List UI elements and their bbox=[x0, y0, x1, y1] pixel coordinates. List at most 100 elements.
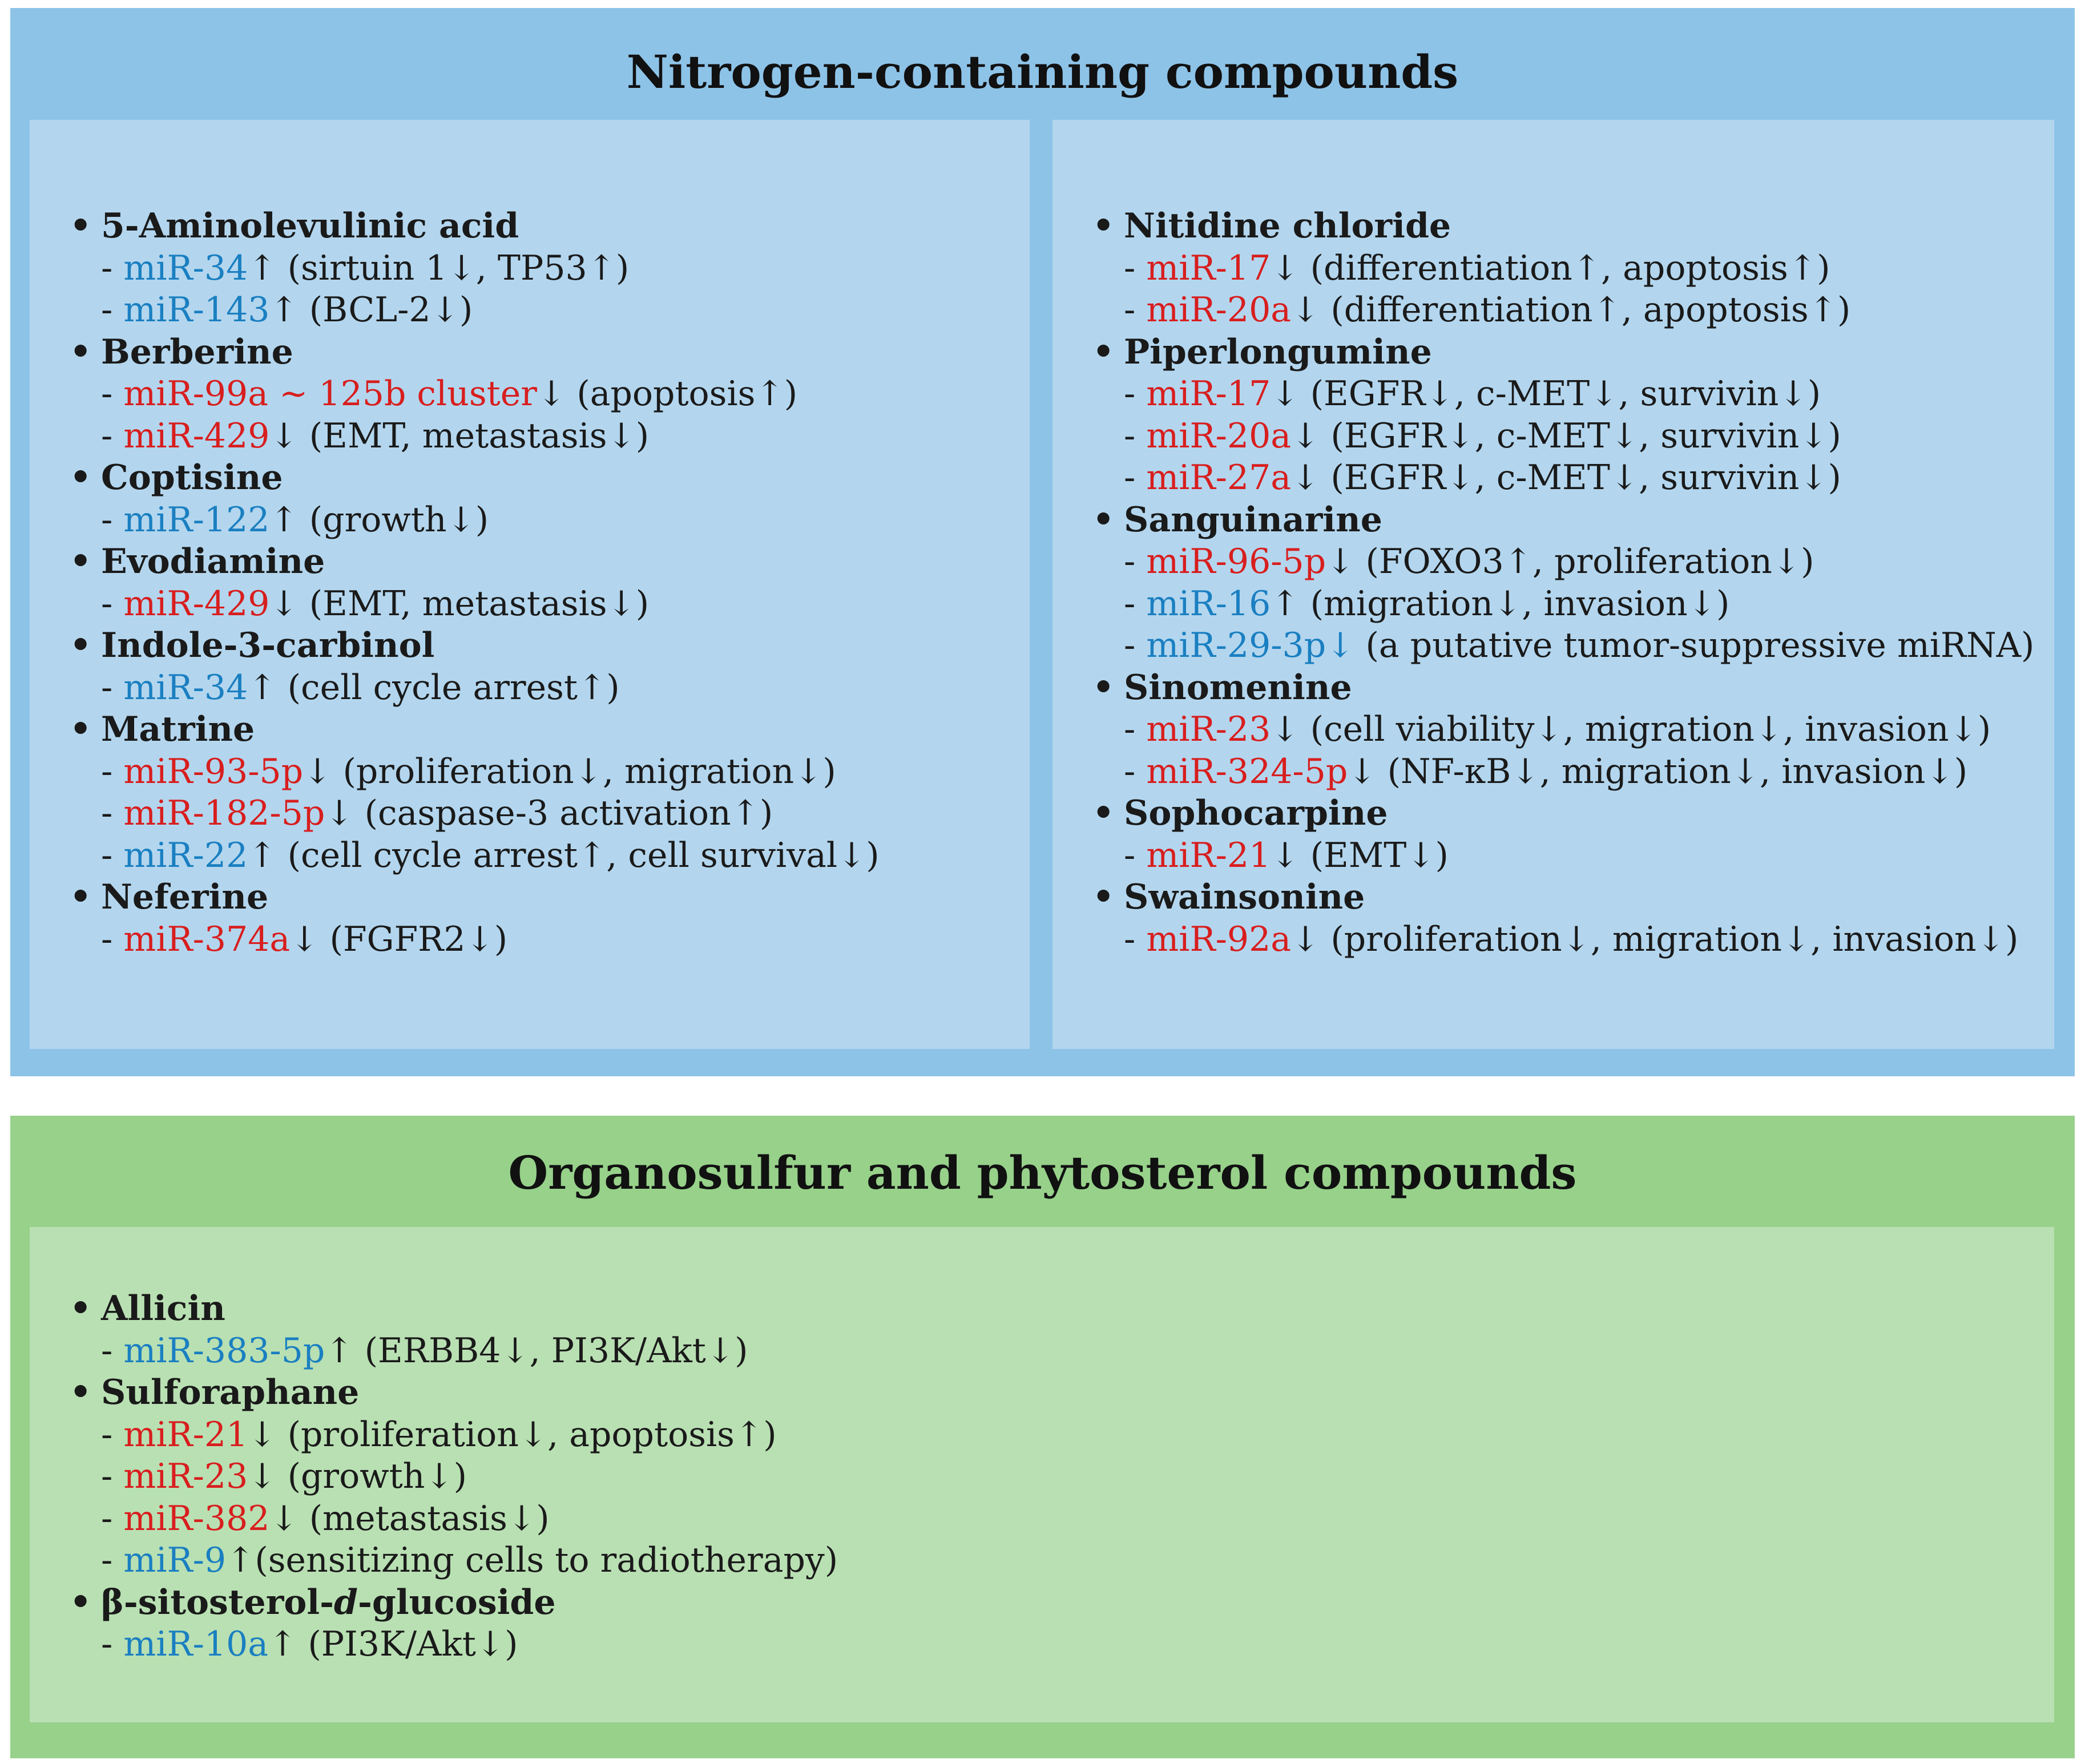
up-arrow-icon: ↑ bbox=[248, 248, 277, 288]
dash-marker: - bbox=[101, 248, 124, 288]
mirna-effect: (metastasis↓) bbox=[298, 1498, 550, 1539]
compound-name: Sophocarpine bbox=[1124, 793, 1388, 833]
up-arrow-icon: ↑ bbox=[269, 499, 299, 540]
bullet-icon: • bbox=[70, 709, 92, 749]
compound-item: •Piperlongumine bbox=[1092, 332, 2034, 374]
down-arrow-icon: ↓ bbox=[1326, 625, 1355, 665]
down-arrow-icon: ↓ bbox=[325, 793, 354, 833]
down-arrow-icon: ↓ bbox=[1271, 248, 1300, 288]
mirna-line: - miR-20a↓ (EGFR↓, c-MET↓, survivin↓) bbox=[1092, 415, 2034, 458]
bullet-icon: • bbox=[1092, 667, 1115, 708]
compound-item: •Nitidine chloride bbox=[1092, 205, 2034, 248]
mirna-line: - miR-23↓ (growth↓) bbox=[70, 1456, 838, 1498]
down-arrow-icon: ↓ bbox=[1348, 751, 1377, 792]
compound-name: Piperlongumine bbox=[1124, 332, 1432, 372]
dash-marker: - bbox=[101, 1540, 124, 1580]
down-arrow-icon: ↓ bbox=[1291, 919, 1320, 959]
dash-marker: - bbox=[101, 415, 124, 456]
compound-item: •Neferine bbox=[70, 877, 880, 919]
compound-name: Allicin bbox=[101, 1289, 225, 1329]
dash-marker: - bbox=[1124, 248, 1147, 288]
bullet-icon: • bbox=[1092, 499, 1115, 540]
up-arrow-icon: ↑ bbox=[1271, 583, 1300, 624]
compound-name: Evodiamine bbox=[101, 542, 325, 582]
mirna-name: miR-21 bbox=[123, 1414, 248, 1455]
compound-item: •Berberine bbox=[70, 332, 880, 374]
mirna-effect: (differentiation↑, apoptosis↑) bbox=[1299, 248, 1830, 288]
mirna-effect: (EMT↓) bbox=[1299, 835, 1449, 875]
compound-item: •Allicin bbox=[70, 1288, 838, 1330]
up-arrow-icon: ↑ bbox=[226, 1540, 255, 1580]
compound-item: •Sophocarpine bbox=[1092, 793, 2034, 835]
mirna-line: - miR-9↑(sensitizing cells to radiothera… bbox=[70, 1540, 838, 1582]
mirna-name: miR-99a ~ 125b cluster bbox=[123, 374, 537, 414]
mirna-line: - miR-324-5p↓ (NF-κB↓, migration↓, invas… bbox=[1092, 751, 2034, 793]
compound-name: Sanguinarine bbox=[1124, 499, 1382, 540]
dash-marker: - bbox=[1124, 919, 1147, 959]
mirna-line: - miR-429↓ (EMT, metastasis↓) bbox=[70, 415, 880, 458]
compound-item: •Indole-3-carbinol bbox=[70, 625, 880, 667]
mirna-line: - miR-96-5p↓ (FOXO3↑, proliferation↓) bbox=[1092, 541, 2034, 583]
mirna-effect: (EMT, metastasis↓) bbox=[298, 415, 650, 456]
bullet-icon: • bbox=[70, 877, 92, 917]
nitrogen-panel-title: Nitrogen-containing compounds bbox=[626, 45, 1459, 99]
dash-marker: - bbox=[101, 290, 124, 330]
mirna-line: - miR-22↑ (cell cycle arrest↑, cell surv… bbox=[70, 835, 880, 877]
organosulfur-panel-title: Organosulfur and phytosterol compounds bbox=[508, 1146, 1577, 1200]
mirna-effect: (a putative tumor-suppressive miRNA) bbox=[1354, 625, 2035, 665]
compound-item: •5-Aminolevulinic acid bbox=[70, 205, 880, 248]
mirna-line: - miR-382↓ (metastasis↓) bbox=[70, 1498, 838, 1540]
dash-marker: - bbox=[1124, 458, 1147, 498]
compound-item: •Coptisine bbox=[70, 457, 880, 499]
mirna-name: miR-96-5p bbox=[1146, 542, 1326, 582]
compound-name: β-sitosterol-d-glucoside bbox=[101, 1582, 556, 1622]
mirna-line: - miR-21↓ (proliferation↓, apoptosis↑) bbox=[70, 1414, 838, 1456]
mirna-name: miR-23 bbox=[1146, 709, 1271, 749]
down-arrow-icon: ↓ bbox=[1326, 542, 1355, 582]
up-arrow-icon: ↑ bbox=[248, 667, 277, 708]
dash-marker: - bbox=[101, 751, 124, 792]
mirna-name: miR-92a bbox=[1146, 919, 1292, 959]
down-arrow-icon: ↓ bbox=[1271, 835, 1300, 875]
bullet-icon: • bbox=[1092, 332, 1115, 372]
compound-name: Sulforaphane bbox=[101, 1373, 360, 1412]
mirna-name: miR-93-5p bbox=[123, 751, 304, 792]
mirna-name: miR-21 bbox=[1146, 835, 1271, 875]
down-arrow-icon: ↓ bbox=[1291, 415, 1320, 456]
down-arrow-icon: ↓ bbox=[248, 1456, 277, 1496]
down-arrow-icon: ↓ bbox=[1291, 290, 1320, 330]
up-arrow-icon: ↑ bbox=[268, 1624, 297, 1664]
compound-name: Neferine bbox=[101, 877, 269, 917]
dash-marker: - bbox=[101, 835, 124, 875]
dash-marker: - bbox=[101, 1498, 124, 1539]
compound-name: Sinomenine bbox=[1124, 667, 1352, 708]
dash-marker: - bbox=[101, 1456, 124, 1496]
dash-marker: - bbox=[101, 1624, 124, 1664]
mirna-effect: (migration↓, invasion↓) bbox=[1299, 583, 1730, 624]
dash-marker: - bbox=[1124, 542, 1147, 582]
bullet-icon: • bbox=[1092, 206, 1115, 246]
bullet-icon: • bbox=[1092, 793, 1115, 833]
mirna-effect: (sirtuin 1↓, TP53↑) bbox=[276, 248, 630, 288]
bullet-icon: • bbox=[70, 625, 92, 665]
mirna-line: - miR-34↑ (cell cycle arrest↑) bbox=[70, 667, 880, 709]
bullet-icon: • bbox=[70, 1373, 92, 1412]
mirna-line: - miR-16↑ (migration↓, invasion↓) bbox=[1092, 583, 2034, 625]
bullet-icon: • bbox=[70, 1289, 92, 1329]
mirna-line: - miR-10a↑ (PI3K/Akt↓) bbox=[70, 1624, 838, 1666]
compound-name: Coptisine bbox=[101, 458, 283, 498]
bullet-icon: • bbox=[1092, 877, 1115, 917]
mirna-line: - miR-23↓ (cell viability↓, migration↓, … bbox=[1092, 709, 2034, 751]
mirna-effect: (growth↓) bbox=[276, 1456, 467, 1496]
organosulfur-box: •Allicin- miR-383-5p↑ (ERBB4↓, PI3K/Akt↓… bbox=[30, 1227, 2054, 1722]
nitrogen-left-list: •5-Aminolevulinic acid- miR-34↑ (sirtuin… bbox=[70, 205, 880, 960]
nitrogen-right-box: •Nitidine chloride- miR-17↓ (differentia… bbox=[1052, 120, 2054, 1049]
mirna-effect: (growth↓) bbox=[298, 499, 489, 540]
dash-marker: - bbox=[101, 793, 124, 833]
mirna-effect: (FGFR2↓) bbox=[318, 919, 508, 959]
compound-item: •Swainsonine bbox=[1092, 877, 2034, 919]
mirna-effect: (sensitizing cells to radiotherapy) bbox=[255, 1540, 838, 1580]
dash-marker: - bbox=[101, 374, 124, 414]
mirna-line: - miR-21↓ (EMT↓) bbox=[1092, 835, 2034, 877]
dash-marker: - bbox=[1124, 415, 1147, 456]
